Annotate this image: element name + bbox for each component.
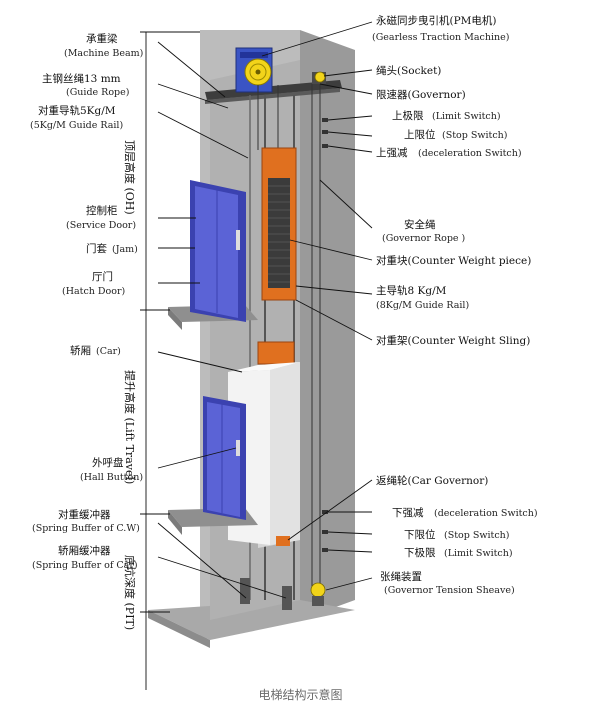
label-upper-decel-cn: 上强减	[376, 147, 408, 159]
label-oh-vertical: 顶层高度 (OH)	[123, 140, 137, 215]
label-lower-decel-cn: 下强减	[392, 507, 424, 519]
label-cw-rail-en: (5Kg/M Guide Rail)	[30, 120, 123, 131]
label-tension-en: (Governor Tension Sheave)	[384, 585, 515, 596]
label-upper-decel-en: (deceleration Switch)	[418, 148, 522, 159]
label-lower-decel-en: (deceleration Switch)	[434, 508, 538, 519]
hall-button-panel	[236, 440, 240, 456]
label-main-rail-cn: 主导轨8 Kg/M	[376, 284, 447, 297]
label-lower-stop-en: (Stop Switch)	[444, 530, 510, 541]
label-tension-cn: 张绳装置	[380, 570, 422, 583]
car-buffer	[282, 586, 292, 610]
label-jam-en: (Jam)	[112, 244, 138, 255]
cw-buffer	[240, 578, 250, 604]
label-hall-button-cn: 外呼盘	[92, 456, 124, 469]
label-main-rope-en: (Guide Rope)	[66, 87, 129, 98]
label-car-governor: 返绳轮(Car Governor)	[376, 474, 488, 487]
label-machine-beam-en: (Machine Beam)	[64, 48, 143, 59]
car-sling	[257, 341, 295, 365]
label-governor-rope-en: (Governor Rope )	[382, 233, 465, 244]
label-cw-sling: 对重架(Counter Weight Sling)	[376, 334, 530, 347]
label-upper-stop-cn: 上限位	[404, 128, 436, 141]
counterweight-pieces	[268, 178, 290, 288]
label-upper-stop-en: (Stop Switch)	[442, 130, 508, 141]
label-cw-buffer-en: (Spring Buffer of C.W)	[32, 523, 140, 534]
label-control-cabinet-en: (Service Door)	[66, 220, 136, 231]
machine-beam	[205, 80, 342, 100]
label-car-buffer-cn: 轿厢缓冲器	[58, 544, 111, 557]
label-governor-rope-cn: 安全绳	[404, 218, 436, 231]
car-governor-sheave	[276, 536, 290, 546]
label-governor: 限速器(Governor)	[376, 89, 466, 101]
label-machine-beam-cn: 承重梁	[86, 32, 118, 45]
label-jam-cn: 门套	[86, 242, 107, 255]
label-lift-travel-vertical: 提升高度 (Lift Travel)	[123, 370, 137, 484]
label-hatch-door-en: (Hatch Door)	[62, 286, 125, 297]
label-car-buffer-en: (Spring Buffer of Car)	[32, 560, 138, 571]
label-traction-cn: 永磁同步曳引机(PM电机)	[376, 14, 497, 27]
figure-caption: 电梯结构示意图	[258, 688, 343, 702]
label-control-cabinet-cn: 控制柜	[86, 204, 118, 217]
label-lower-stop-cn: 下限位	[404, 528, 436, 541]
label-main-rope-cn: 主钢丝绳13 mm	[42, 72, 121, 85]
pit-floor	[148, 600, 355, 640]
label-upper-limit-cn: 上极限	[392, 109, 424, 122]
label-pit-vertical: 底坑深度 (PIT)	[123, 555, 137, 630]
label-lower-limit-cn: 下极限	[404, 546, 436, 559]
label-car-en: (Car)	[96, 346, 121, 357]
label-car-cn: 轿厢	[70, 344, 91, 357]
hall-door-panel	[207, 402, 240, 517]
label-traction-en: (Gearless Traction Machine)	[372, 32, 509, 43]
tension-sheave	[310, 582, 326, 598]
label-socket: 绳头(Socket)	[376, 64, 441, 77]
label-cw-rail-cn: 对重导轨5Kg/M	[38, 104, 116, 117]
label-lower-limit-en: (Limit Switch)	[444, 548, 513, 559]
label-hall-button-en: (Hall Button)	[80, 472, 143, 483]
shaft-side-wall	[300, 30, 355, 620]
label-cw-piece: 对重块(Counter Weight piece)	[376, 254, 531, 267]
label-hatch-door-cn: 厅门	[92, 270, 113, 283]
car-top	[228, 362, 300, 372]
label-main-rail-en: (8Kg/M Guide Rail)	[376, 300, 469, 311]
label-cw-buffer-cn: 对重缓冲器	[58, 508, 111, 521]
label-upper-limit-en: (Limit Switch)	[432, 111, 501, 122]
